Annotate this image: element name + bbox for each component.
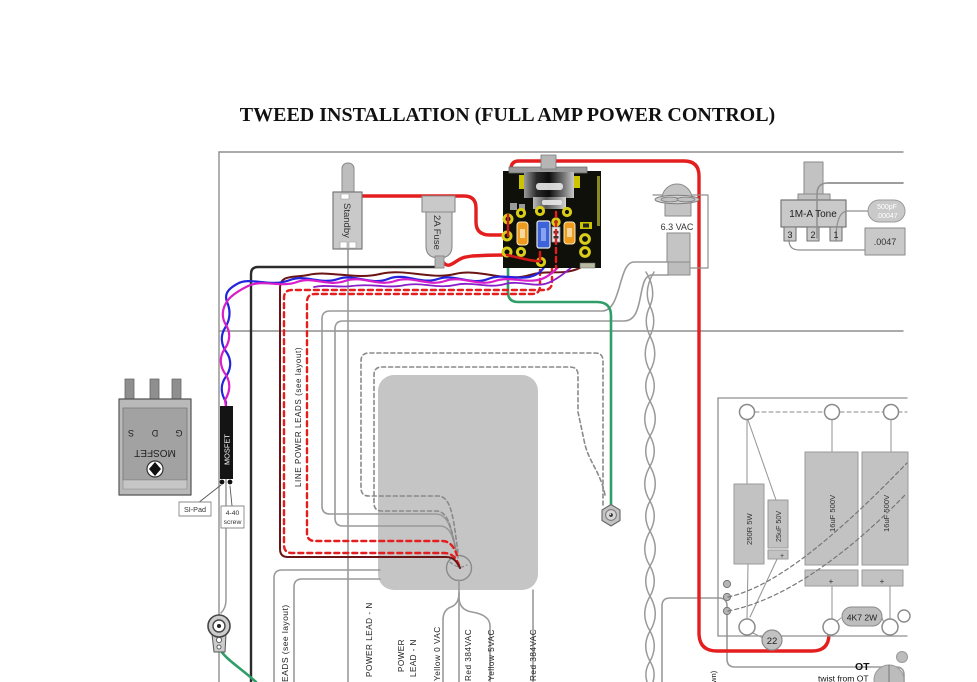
svg-text:MOSFET: MOSFET [134, 447, 176, 458]
svg-text:Red 384VAC: Red 384VAC [529, 629, 538, 681]
svg-text:.00047: .00047 [876, 213, 898, 220]
svg-text:LINE POWER LEADS (see layout): LINE POWER LEADS (see layout) [294, 347, 303, 487]
svg-text:500pF: 500pF [877, 204, 897, 211]
svg-text:SI-Pad: SI-Pad [184, 505, 206, 514]
svg-text:Standby: Standby [341, 203, 352, 238]
svg-text:LEAD - N: LEAD - N [409, 639, 418, 677]
svg-text:+: + [880, 577, 885, 586]
svg-text:16uF 500V: 16uF 500V [828, 494, 837, 532]
svg-text:22: 22 [767, 636, 778, 647]
svg-text:4K7 2W: 4K7 2W [847, 613, 878, 623]
svg-text:6.3 VAC: 6.3 VAC [661, 222, 694, 232]
svg-text:D: D [151, 428, 158, 438]
svg-text:2A Fuse: 2A Fuse [431, 215, 442, 250]
svg-text:screw: screw [224, 519, 242, 526]
svg-text:250R 5W: 250R 5W [745, 513, 754, 545]
svg-text:Yellow 0 VAC: Yellow 0 VAC [433, 626, 442, 681]
svg-text:1: 1 [833, 230, 838, 240]
svg-text:+: + [829, 577, 834, 586]
svg-text:MOSFET: MOSFET [223, 434, 232, 465]
svg-text:2: 2 [810, 230, 815, 240]
svg-text:Yellow 5VAC: Yellow 5VAC [487, 629, 496, 681]
svg-text:1M-A Tone: 1M-A Tone [789, 209, 837, 220]
svg-text:G: G [175, 428, 182, 438]
svg-text:4-40: 4-40 [226, 510, 240, 517]
svg-text:+: + [780, 553, 784, 560]
svg-text:OT: OT [855, 661, 870, 673]
svg-text:S: S [128, 428, 134, 438]
svg-text:3: 3 [787, 230, 792, 240]
svg-text:twist from OT: twist from OT [818, 674, 869, 682]
svg-text:25uF 50V: 25uF 50V [774, 511, 783, 542]
svg-text:POWER: POWER [397, 639, 406, 672]
svg-text:Red 384VAC: Red 384VAC [464, 629, 473, 681]
svg-text:wn): wn) [709, 670, 718, 682]
svg-text:EADS (see layout): EADS (see layout) [280, 605, 290, 682]
svg-text:POWER LEAD - N: POWER LEAD - N [365, 602, 374, 677]
svg-text:.0047: .0047 [874, 237, 897, 247]
